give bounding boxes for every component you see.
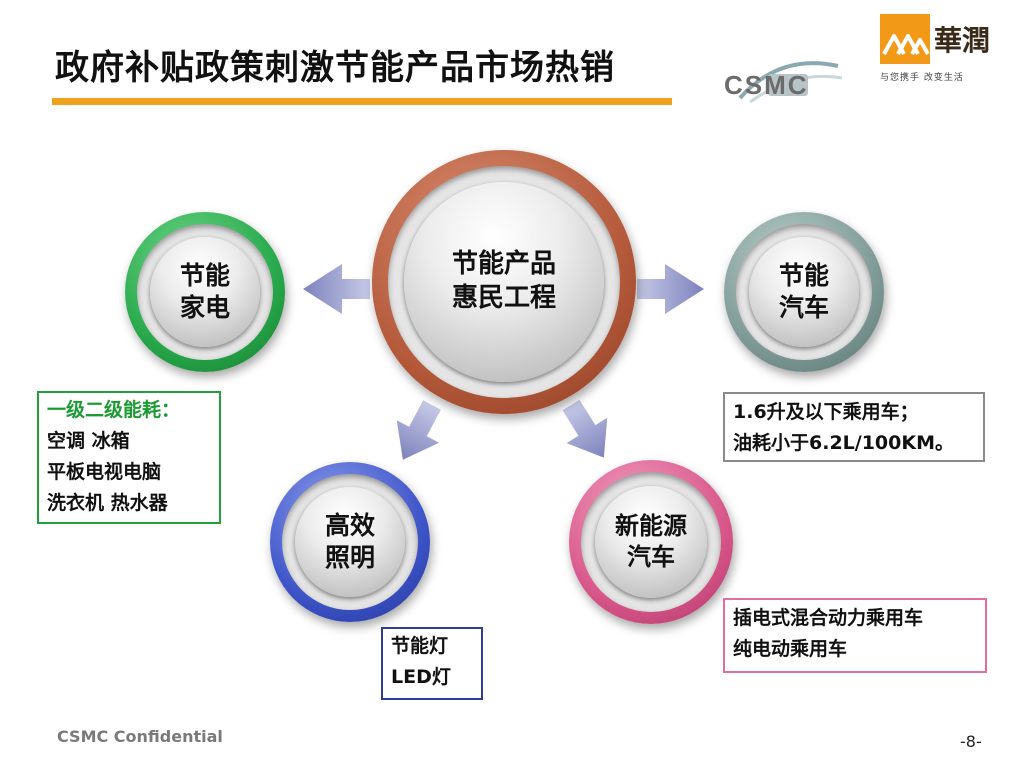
vehicles-box-line: 油耗小于6.2L/100KM。 [733,432,954,454]
arrow-lower-right [562,399,608,458]
home-appliances-box-line: 空调 冰箱 [47,430,130,452]
lighting-box-line: 节能灯 [391,635,449,657]
home-appliances-line1: 节能 [179,260,230,290]
lighting-box-line: LED灯 [391,666,451,688]
home-appliances-box-line: 平板电视电脑 [47,461,162,483]
title-underline [52,98,672,105]
home-appliances-box: 一级二级能耗： 空调 冰箱 平板电视电脑 洗衣机 热水器 [37,391,221,524]
cr-logo: 華潤 与您携手 改变生活 [880,14,1000,83]
vehicles-line1: 节能 [778,260,829,290]
new-energy-box-line: 插电式混合动力乘用车 [733,607,924,629]
arrow-right [637,264,704,314]
csmc-logo: CSMC [720,58,845,112]
vehicles-line2: 汽车 [778,293,829,322]
vehicles-circle: 节能 汽车 [724,212,884,372]
lighting-line1: 高效 [324,510,375,540]
home-appliances-box-line: 洗衣机 热水器 [47,492,168,514]
home-appliances-box-heading: 一级二级能耗： [47,399,181,421]
slide-title: 政府补贴政策刺激节能产品市场热销 [55,48,615,88]
home-appliances-circle: 节能 家电 [125,212,285,372]
footer-confidential: CSMC Confidential [57,727,223,746]
center-circle: 节能产品 惠民工程 [372,150,636,414]
vehicles-box: 1.6升及以下乘用车； 油耗小于6.2L/100KM。 [723,392,985,462]
new-energy-line2: 汽车 [627,543,675,571]
cr-slogan: 与您携手 改变生活 [880,73,964,83]
lighting-circle: 高效 照明 [270,462,430,622]
csmc-logo-text: CSMC [724,70,809,100]
home-appliances-line2: 家电 [179,293,230,322]
page-number: -8- [960,732,982,751]
arrow-lower-left [396,400,441,460]
lighting-box: 节能灯 LED灯 [381,627,483,700]
new-energy-circle: 新能源 汽车 [569,460,733,624]
center-label-line2: 惠民工程 [451,283,556,313]
center-label-line1: 节能产品 [451,249,556,280]
new-energy-box-line: 纯电动乘用车 [733,638,848,660]
arrow-left [303,264,370,314]
lighting-line2: 照明 [324,543,375,572]
new-energy-box: 插电式混合动力乘用车 纯电动乘用车 [723,598,987,673]
new-energy-line1: 新能源 [615,511,687,540]
vehicles-box-line: 1.6升及以下乘用车； [733,401,919,423]
cr-logo-text: 華潤 [934,24,990,57]
